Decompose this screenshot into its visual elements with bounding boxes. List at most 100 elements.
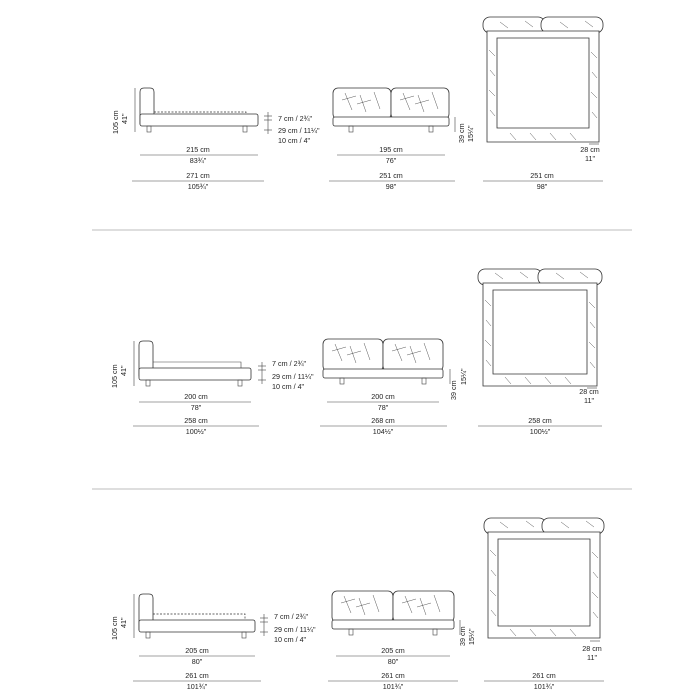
top-width-label: 251 cm (530, 171, 554, 180)
front-view: 39 cm 15¼" 205 cm 80" 261 cm 101¾" (328, 590, 476, 691)
top-width-inch-label: 100½" (530, 427, 551, 436)
headboard-height-label: 105 cm (110, 616, 119, 640)
side-total-label: 258 cm (184, 416, 208, 425)
bed-base-front (331, 619, 455, 630)
headboard-cushion-right (392, 590, 455, 623)
leg (146, 125, 152, 133)
profile-top-label: 7 cm / 2¾" (274, 612, 309, 621)
front-height-label: 39 cm (458, 626, 467, 646)
row-2: 105 cm 41" 200 cm 78" 258 cm 100½" 7 cm … (110, 268, 603, 436)
profile-bottom-label: 10 cm / 4" (274, 635, 307, 644)
top-width-inch-label: 101¾" (534, 682, 555, 691)
bed-frame-top (482, 282, 598, 387)
bed-base-front (322, 368, 444, 379)
headboard-side (138, 340, 154, 377)
front-total-inch-label: 101¾" (383, 682, 404, 691)
leg (348, 628, 354, 636)
headboard-cushion-right (390, 87, 450, 120)
front-height-inch-label: 15¼" (467, 628, 476, 645)
top-view: 28 cm 11" 261 cm 101¾" (483, 517, 605, 691)
top-side-inch-label: 11" (585, 154, 595, 163)
front-total-label: 268 cm (371, 416, 395, 425)
bed-base-side (138, 619, 256, 633)
front-height-label: 39 cm (457, 123, 466, 143)
row-1: 105 cm 41" 215 cm 83¾" 271 cm 105¾" 7 cm… (111, 16, 604, 191)
profile-bottom-label: 10 cm / 4" (278, 136, 311, 145)
foliage-pattern (489, 520, 599, 637)
top-width-label: 261 cm (532, 671, 556, 680)
profile-detail: 7 cm / 2¾" 29 cm / 11¼" 10 cm / 4" (264, 112, 320, 145)
bed-base-front (332, 116, 450, 127)
profile-mid-label: 29 cm / 11¼" (272, 372, 314, 381)
front-width-label: 200 cm (371, 392, 395, 401)
mattress-outline (154, 111, 247, 114)
front-view: 39 cm 15¼" 195 cm 76" 251 cm 98" (329, 87, 475, 191)
headboard-cushion-left (331, 590, 394, 623)
top-side-label: 28 cm (582, 644, 602, 653)
foliage-pattern (341, 91, 439, 113)
row-3: 105 cm 41" 205 cm 80" 261 cm 101¾" 7 cm … (110, 517, 605, 691)
front-height-inch-label: 15¼" (459, 368, 468, 385)
top-side-label: 28 cm (580, 145, 600, 154)
front-height-label: 39 cm (449, 380, 458, 400)
profile-top-label: 7 cm / 2¾" (278, 114, 313, 123)
front-width-inch-label: 76" (386, 156, 397, 165)
profile-top-label: 7 cm / 2¾" (272, 359, 307, 368)
profile-detail: 7 cm / 2¾" 29 cm / 11¼" 10 cm / 4" (260, 612, 316, 644)
mattress-outline (153, 613, 246, 620)
front-view: 39 cm 15¼" 200 cm 78" 268 cm 104½" (320, 338, 468, 436)
leaf (341, 91, 439, 113)
headboard-height-label: 105 cm (111, 110, 120, 134)
leg (237, 379, 243, 387)
leg (432, 628, 438, 636)
side-view: 105 cm 41" 205 cm 80" 261 cm 101¾" (110, 593, 261, 691)
side-view: 105 cm 41" 200 cm 78" 258 cm 100½" (110, 340, 259, 436)
leg (339, 377, 345, 385)
profile-mid-label: 29 cm / 11¼" (274, 625, 316, 634)
leg (242, 125, 248, 133)
leg (145, 379, 151, 387)
leg (145, 631, 151, 639)
side-total-label: 271 cm (186, 171, 210, 180)
front-total-inch-label: 104½" (373, 427, 394, 436)
foliage-pattern (331, 342, 431, 364)
front-total-label: 261 cm (381, 671, 405, 680)
top-side-inch-label: 11" (584, 396, 594, 405)
top-view: 28 cm 11" 251 cm 98" (482, 16, 604, 191)
side-total-label: 261 cm (185, 671, 209, 680)
top-side-label: 28 cm (579, 387, 599, 396)
side-total-inch-label: 105¾" (188, 182, 209, 191)
bed-frame-top (486, 30, 600, 143)
bed-base-side (138, 367, 252, 381)
foliage-pattern (340, 594, 441, 616)
profile-bottom-label: 10 cm / 4" (272, 382, 305, 391)
foliage-pattern (484, 271, 596, 385)
bed-frame-top (487, 531, 601, 639)
profile-detail: 7 cm / 2¾" 29 cm / 11¼" 10 cm / 4" (258, 359, 314, 391)
side-view: 105 cm 41" 215 cm 83¾" 271 cm 105¾" (111, 87, 264, 191)
front-total-inch-label: 98" (386, 182, 397, 191)
side-width-label: 200 cm (184, 392, 208, 401)
headboard-height-inch-label: 41" (120, 113, 129, 124)
top-side-inch-label: 11" (587, 653, 597, 662)
headboard-cushion-left (332, 87, 392, 120)
foliage-pattern (488, 20, 598, 141)
top-width-inch-label: 98" (537, 182, 548, 191)
leg (348, 125, 354, 133)
side-width-inch-label: 83¾" (190, 156, 207, 165)
top-width-label: 258 cm (528, 416, 552, 425)
headboard-height-inch-label: 41" (119, 365, 128, 376)
headboard-height-label: 105 cm (110, 364, 119, 388)
side-total-inch-label: 100½" (186, 427, 207, 436)
headboard-height-inch-label: 41" (119, 617, 128, 628)
side-total-inch-label: 101¾" (187, 682, 208, 691)
side-width-label: 215 cm (186, 145, 210, 154)
mattress-outline (153, 361, 242, 368)
profile-mid-label: 29 cm / 11¼" (278, 126, 320, 135)
side-width-inch-label: 78" (191, 403, 202, 412)
leg (421, 377, 427, 385)
front-total-label: 251 cm (379, 171, 403, 180)
leg (428, 125, 434, 133)
front-width-inch-label: 78" (378, 403, 389, 412)
